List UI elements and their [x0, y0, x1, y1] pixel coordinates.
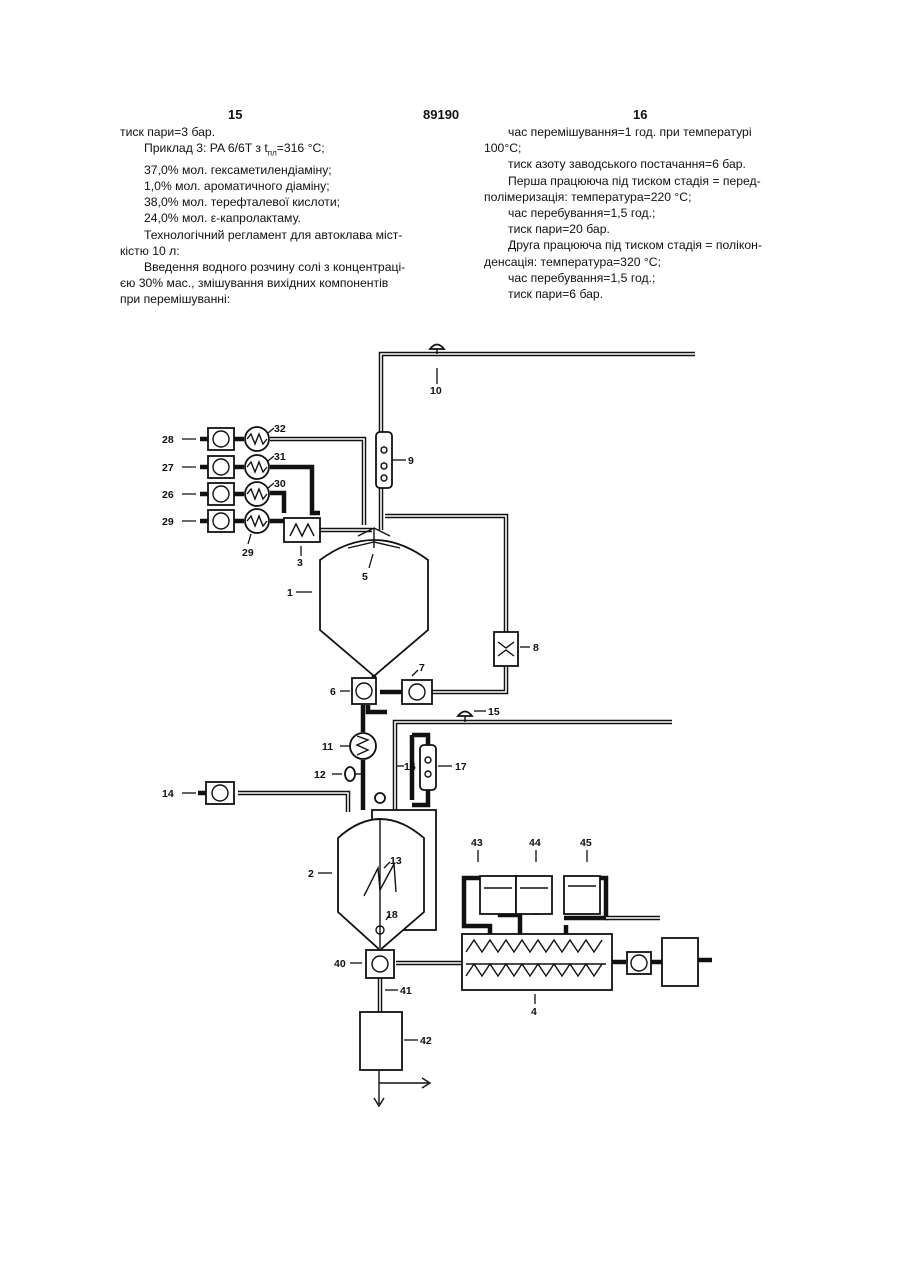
label-14: 14 [162, 788, 174, 800]
pump-27 [208, 456, 234, 478]
heat-exchanger-32 [245, 427, 269, 451]
separator-17 [420, 745, 436, 790]
hopper-43 [480, 876, 516, 914]
hopper-45 [564, 876, 600, 914]
label-29-exchanger: 29 [242, 547, 254, 559]
label-43: 43 [471, 837, 483, 849]
heat-exchanger-29 [245, 509, 269, 533]
label-8: 8 [533, 642, 539, 654]
tank-42 [360, 1012, 402, 1070]
label-10: 10 [430, 385, 442, 397]
label-15: 15 [488, 706, 500, 718]
label-5: 5 [362, 571, 368, 583]
label-4: 4 [531, 1006, 537, 1018]
label-12: 12 [314, 769, 326, 781]
reactor-2 [338, 793, 436, 950]
condenser-8 [494, 632, 518, 666]
label-29: 29 [162, 516, 174, 528]
label-31: 31 [274, 451, 286, 463]
separator-9 [376, 432, 392, 488]
heat-exchanger-11 [350, 733, 376, 759]
hopper-44 [516, 876, 552, 914]
valve-6 [352, 678, 376, 704]
label-2: 2 [308, 868, 314, 880]
mixer-3 [284, 518, 320, 542]
label-30: 30 [274, 478, 286, 490]
label-40: 40 [334, 958, 346, 970]
extruder-4 [462, 934, 712, 990]
label-13: 13 [390, 855, 402, 867]
pump-26 [208, 483, 234, 505]
label-17: 17 [455, 761, 467, 773]
label-1: 1 [287, 587, 293, 599]
pump-14 [206, 782, 234, 804]
heat-exchanger-31 [245, 455, 269, 479]
label-42: 42 [420, 1035, 432, 1047]
label-7: 7 [419, 662, 425, 674]
heat-exchanger-30 [245, 482, 269, 506]
label-18: 18 [386, 909, 398, 921]
label-6: 6 [330, 686, 336, 698]
label-44: 44 [529, 837, 541, 849]
label-45: 45 [580, 837, 592, 849]
valve-40 [366, 950, 394, 978]
label-27: 27 [162, 462, 174, 474]
pump-29 [208, 510, 234, 532]
valve-7 [402, 680, 432, 704]
reactor-1 [320, 528, 428, 676]
label-26: 26 [162, 489, 174, 501]
label-32: 32 [274, 423, 286, 435]
label-9: 9 [408, 455, 414, 467]
label-16: 16 [404, 761, 416, 773]
pump-28 [208, 428, 234, 450]
label-3: 3 [297, 557, 303, 569]
valve-12 [345, 767, 363, 781]
label-41: 41 [400, 985, 412, 997]
label-28: 28 [162, 434, 174, 446]
label-11: 11 [322, 741, 333, 753]
pipe-network [238, 354, 695, 1106]
